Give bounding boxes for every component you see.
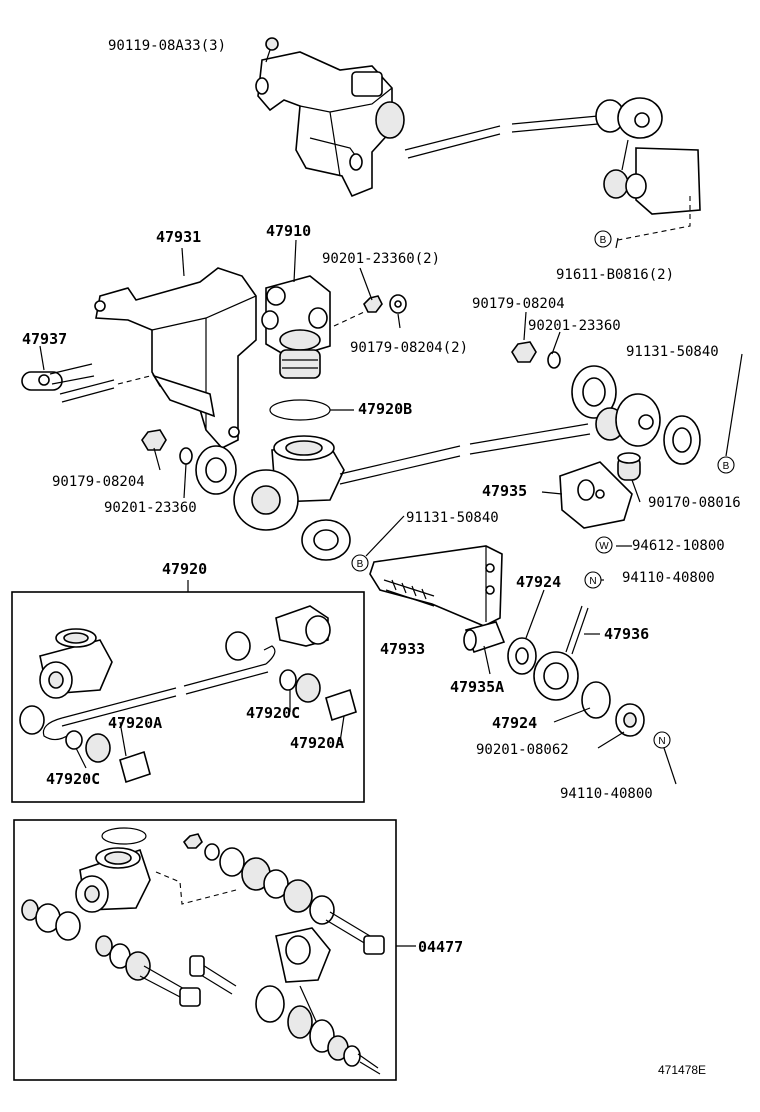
label-47924-b: 47924	[492, 714, 537, 732]
label-94110-40800-a: 94110-40800	[622, 570, 715, 586]
label-47920: 47920	[162, 560, 207, 578]
label-90201-23360-b: 90201-23360	[104, 500, 197, 516]
label-91131-50840-b: 91131-50840	[406, 510, 499, 526]
label-90179-08204-2: 90179-08204(2)	[350, 340, 468, 356]
label-90201-08062: 90201-08062	[476, 742, 569, 758]
link-assembly	[195, 365, 701, 561]
label-91131-50840-a: 91131-50840	[626, 344, 719, 360]
valve-47910	[261, 275, 331, 379]
valve-leader	[333, 311, 365, 327]
label-94612-10800: 94612-10800	[632, 538, 725, 554]
label-47933: 47933	[380, 640, 425, 658]
svg-text:B: B	[357, 559, 364, 570]
sleeve-47935A	[463, 621, 506, 654]
label-47935A: 47935A	[450, 678, 504, 696]
label-47920C-b: 47920C	[46, 770, 100, 788]
eye-bolt-47936	[533, 605, 589, 701]
label-47931: 47931	[156, 228, 201, 246]
marker-w: W	[595, 536, 613, 554]
label-47924-a: 47924	[516, 573, 561, 591]
marker-b-mid: B	[351, 554, 369, 572]
clamp-47935	[559, 461, 633, 529]
label-47937: 47937	[22, 330, 67, 348]
svg-text:B: B	[600, 235, 607, 246]
label-47920A-b: 47920A	[290, 734, 344, 752]
washer-47924-a	[507, 637, 537, 675]
nut-90179-08204-mid	[511, 341, 561, 369]
svg-text:B: B	[723, 461, 730, 472]
nut-90179-08204-right	[363, 294, 407, 314]
leader-lines	[39, 237, 743, 947]
bolt-47937	[21, 363, 115, 403]
washer-47924-b	[581, 681, 611, 719]
label-91611-B0816-2: 91611-B0816(2)	[556, 267, 674, 283]
label-47935: 47935	[482, 482, 527, 500]
label-90179-08204-a: 90179-08204	[472, 296, 565, 312]
label-90119-08A33: 90119-08A33(3)	[108, 38, 226, 54]
label-47936: 47936	[604, 625, 649, 643]
marker-b-top: B	[594, 230, 612, 248]
bushing-90170-08016	[617, 452, 641, 481]
top-link-rod	[404, 97, 701, 215]
label-94110-40800-b: 94110-40800	[560, 786, 653, 802]
svg-text:N: N	[658, 736, 665, 747]
label-47920B: 47920B	[358, 400, 412, 418]
washer-90201-08062	[615, 703, 645, 737]
label-90201-23360-2: 90201-23360(2)	[322, 251, 440, 267]
bolt-47937-leader	[117, 375, 151, 385]
box-47920-parts	[19, 605, 357, 784]
svg-text:W: W	[599, 541, 609, 552]
oring-47920B	[269, 399, 354, 421]
marker-n-bottom: N	[653, 731, 671, 749]
label-90179-08204-b: 90179-08204	[52, 474, 145, 490]
label-47920A-a: 47920A	[108, 714, 162, 732]
label-04477: 04477	[418, 938, 463, 956]
nut-90179-08204-left	[141, 429, 193, 465]
label-47920C-a: 47920C	[246, 704, 300, 722]
label-90170-08016: 90170-08016	[648, 495, 741, 511]
reference-code: 471478E	[658, 1063, 706, 1077]
svg-text:N: N	[589, 576, 596, 587]
marker-n-top: N	[584, 571, 602, 589]
top-bolt-icon	[265, 37, 279, 63]
top-link-leader	[617, 196, 691, 241]
label-90201-23360-a: 90201-23360	[528, 318, 621, 334]
marker-b-right: B	[717, 456, 735, 474]
bracket-47933	[369, 545, 503, 627]
label-47910: 47910	[266, 222, 311, 240]
box-04477-parts	[21, 827, 385, 1075]
top-sensor-bracket	[255, 51, 405, 198]
assembly-box-04477	[13, 819, 397, 1081]
bracket-47931	[94, 267, 257, 449]
